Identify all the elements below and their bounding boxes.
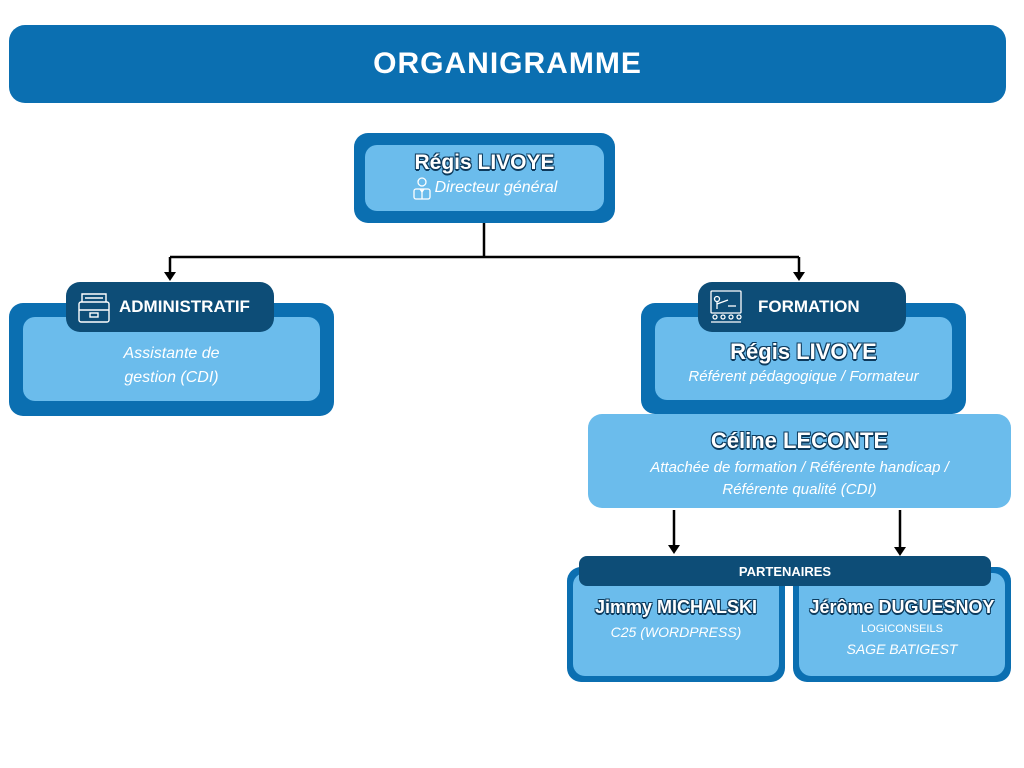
attachee-box: Céline LECONTE Attachée de formation / R…	[588, 414, 1011, 508]
director-role: Directeur général	[434, 179, 558, 196]
formation-label: FORMATION	[758, 297, 860, 316]
admin-role-line1: Assistante de	[123, 345, 220, 362]
admin-inner: Assistante de gestion (CDI)	[23, 317, 320, 401]
partners-label: PARTENAIRES	[738, 563, 832, 579]
formation-header: FORMATION	[698, 282, 906, 332]
arrowhead-partner-1	[668, 545, 680, 554]
admin-header: ADMINISTRATIF	[66, 282, 274, 332]
partner-inner-1: Jimmy MICHALSKI C25 (WORDPRESS)	[573, 573, 779, 676]
manager-icon	[412, 177, 431, 200]
attachee-name: Céline LECONTE	[710, 428, 889, 453]
arrowhead-partner-2	[894, 547, 906, 556]
partners-header: PARTENAIRES	[579, 556, 991, 586]
title-banner: ORGANIGRAMME	[9, 25, 1006, 103]
partner-1-role: C25 (WORDPRESS)	[610, 624, 742, 640]
arrowhead-formation	[793, 272, 805, 281]
partner-2-name: Jérôme DUGUESNOY	[809, 597, 995, 617]
arrowhead-admin	[164, 272, 176, 281]
classroom-icon	[710, 290, 742, 323]
partner-inner-2: Jérôme DUGUESNOY LOGICONSEILS SAGE BATIG…	[799, 573, 1005, 676]
admin-label: ADMINISTRATIF	[119, 297, 250, 316]
director-name: Régis LIVOYE	[414, 151, 555, 174]
attachee-role-line1: Attachée de formation / Référente handic…	[650, 459, 949, 476]
partner-2-company: LOGICONSEILS	[861, 623, 943, 635]
formation-role: Référent pédagogique / Formateur	[688, 368, 919, 385]
page-title: ORGANIGRAMME	[373, 47, 642, 80]
formation-name: Régis LIVOYE	[730, 339, 877, 364]
partner-2-role: SAGE BATIGEST	[846, 641, 958, 657]
attachee-role-line2: Référente qualité (CDI)	[722, 481, 877, 498]
director-inner: Régis LIVOYE Directeur général	[365, 145, 604, 211]
filing-cabinet-icon	[78, 293, 110, 323]
partner-1-name: Jimmy MICHALSKI	[594, 597, 758, 617]
admin-role-line2: gestion (CDI)	[124, 369, 219, 386]
